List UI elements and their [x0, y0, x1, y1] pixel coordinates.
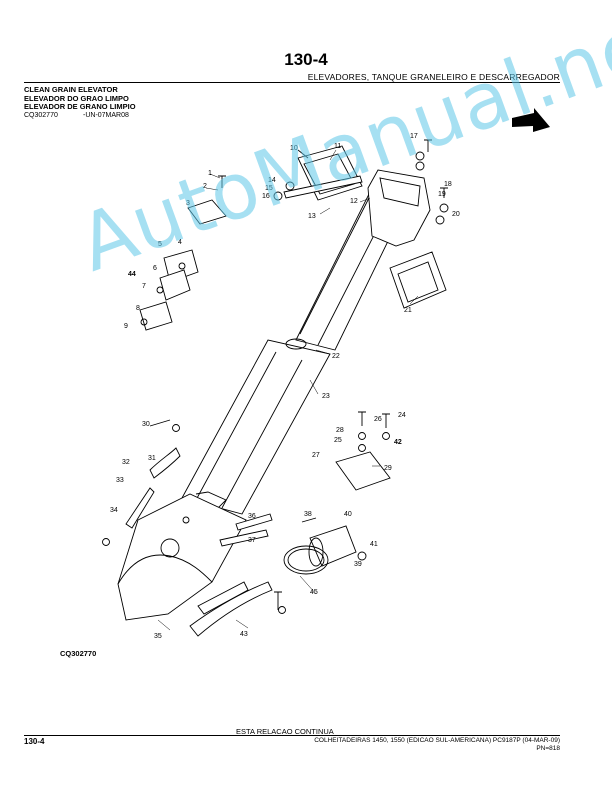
callout-18: 18	[444, 181, 452, 188]
callout-43: 43	[240, 631, 248, 638]
callout-36: 36	[248, 513, 256, 520]
callout-16: 16	[262, 193, 270, 200]
callout-2: 2	[203, 183, 207, 190]
callout-28: 28	[336, 427, 344, 434]
continued-note: ESTA RELACAO CONTINUA	[236, 727, 334, 736]
callout-5: 5	[158, 241, 162, 248]
callout-32: 32	[122, 459, 130, 466]
callout-17: 17	[410, 133, 418, 140]
figure-codes: CQ302770 -UN-07MAR08	[24, 112, 129, 119]
footer-model-line: COLHEITADEIRAS 1450, 1550 (EDICAO SUL-AM…	[314, 737, 560, 744]
callout-44: 44	[128, 271, 136, 278]
callout-29: 29	[384, 465, 392, 472]
footer-page-number: 130-4	[24, 737, 45, 746]
nuts	[102, 151, 449, 614]
callout-12: 12	[350, 198, 358, 205]
lower-tube	[181, 339, 331, 515]
callout-4: 4	[178, 239, 182, 246]
callout-20: 20	[452, 211, 460, 218]
callout-11: 11	[334, 143, 341, 150]
callout-26: 26	[374, 416, 382, 423]
callout-21: 21	[404, 307, 412, 314]
callout-1: 1	[208, 170, 212, 177]
callout-41: 41	[370, 541, 378, 548]
callout-7: 7	[142, 283, 146, 290]
callout-15: 15	[265, 185, 273, 192]
callout-34: 34	[110, 507, 118, 514]
title-portuguese: ELEVADOR DO GRAO LIMPO	[24, 93, 129, 103]
title-english: CLEAN GRAIN ELEVATOR	[24, 85, 118, 94]
callout-9: 9	[124, 323, 128, 330]
callout-35: 35	[154, 633, 162, 640]
callout-14: 14	[268, 177, 276, 184]
bolts	[149, 139, 448, 610]
callout-24: 24	[398, 412, 406, 419]
footer-pn: PN=818	[536, 745, 560, 752]
callout-6: 6	[153, 265, 157, 272]
callout-39: 39	[354, 561, 362, 568]
figure-date: -UN-07MAR08	[83, 112, 129, 119]
arrow-icon	[512, 108, 550, 132]
callout-42: 42	[394, 439, 402, 446]
callout-27: 27	[312, 452, 320, 459]
figure-id: CQ302770	[24, 112, 58, 119]
ring-part	[283, 545, 329, 575]
callout-labels: 1 2 3 4 5 6 7 8 9 10 11 12 13 14 15 16 1…	[110, 133, 460, 640]
callout-38: 38	[304, 511, 312, 518]
figure-caption: CQ302770	[60, 649, 97, 658]
callout-30: 30	[142, 421, 150, 428]
callout-45: 45	[310, 589, 318, 596]
callout-10: 10	[290, 145, 298, 152]
callout-25: 25	[334, 437, 342, 444]
footer-rule	[24, 735, 560, 736]
footer-info: COLHEITADEIRAS 1450, 1550 (EDICAO SUL-AM…	[314, 737, 560, 753]
callout-3: 3	[186, 200, 190, 207]
callout-37: 37	[248, 537, 256, 544]
callout-31: 31	[148, 455, 156, 462]
callout-8: 8	[136, 305, 140, 312]
callout-13: 13	[308, 213, 316, 220]
callout-33: 33	[116, 477, 124, 484]
part-titles: CLEAN GRAIN ELEVATOR ELEVADOR DO GRAO LI…	[24, 85, 136, 112]
callout-40: 40	[344, 511, 352, 518]
title-spanish: ELEVADOR DE GRANO LIMPIO	[24, 102, 136, 112]
callout-23: 23	[322, 393, 330, 400]
section-title: ELEVADORES, TANQUE GRANELEIRO E DESCARRE…	[307, 72, 560, 82]
header-rule	[24, 82, 560, 83]
callout-19: 19	[438, 191, 446, 198]
callout-22: 22	[332, 353, 340, 360]
elevator-boot	[117, 493, 247, 621]
wear-strip	[189, 581, 273, 637]
sleeve-part	[309, 525, 357, 567]
page-number: 130-4	[284, 50, 328, 69]
elevator-head	[367, 169, 431, 247]
